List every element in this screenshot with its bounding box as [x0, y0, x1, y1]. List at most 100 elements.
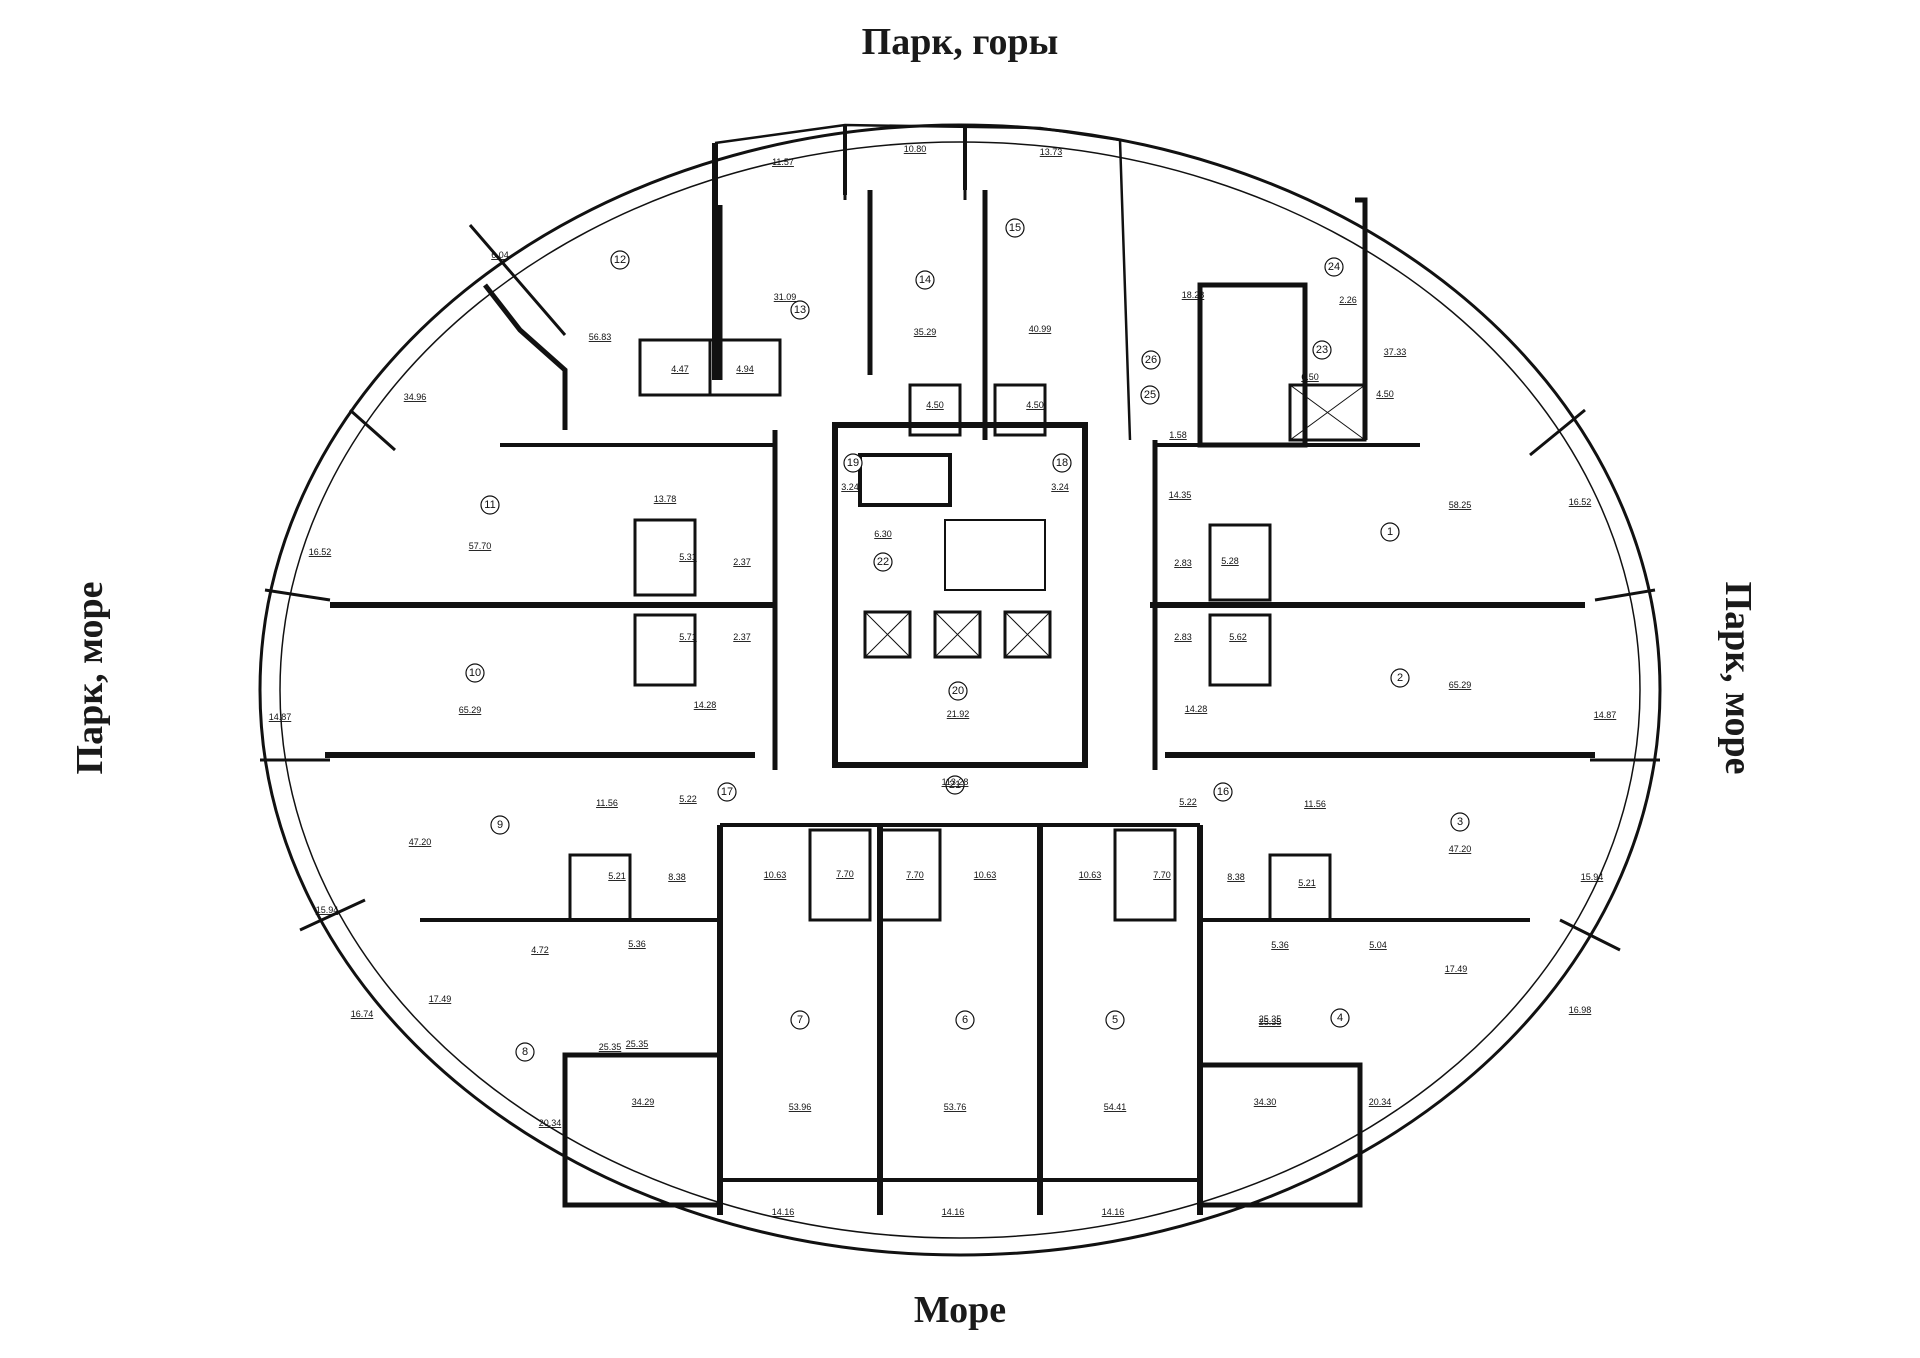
room-area: 15.94	[1581, 872, 1604, 882]
room-area: 5.04	[1369, 940, 1387, 950]
apartment-number: 10	[469, 667, 481, 679]
apartment-area: 56.83	[589, 332, 612, 342]
bathroom	[808, 828, 872, 922]
apartment-10: 10 65.29	[459, 663, 485, 715]
apartment-area: 40.99	[1029, 324, 1052, 334]
apartment-number-circle	[1312, 340, 1332, 360]
apartment-number-circle	[1213, 782, 1233, 802]
apartment-number: 21	[949, 779, 961, 791]
room-area: 4.72	[531, 945, 549, 955]
apartment-number-circle	[1052, 453, 1072, 473]
apartment-number-circle	[945, 775, 965, 795]
apartment-number: 26	[1145, 354, 1157, 366]
apartment-number: 22	[877, 556, 889, 568]
apartment-area: 47.20	[1449, 844, 1472, 854]
room-se	[1197, 1062, 1363, 1208]
apartment-area: 3.24	[1051, 482, 1069, 492]
apartment-labels: 158.25265.29347.20425.35554.41653.76753.…	[409, 218, 1472, 1112]
room-area: 5.71	[679, 632, 697, 642]
room-area: 20.34	[1369, 1097, 1392, 1107]
room-area: 14.16	[1102, 1207, 1125, 1217]
apartment-area: 5.22	[679, 794, 697, 804]
apartment-area: 58.25	[1449, 500, 1472, 510]
apartment-area: 5.22	[1179, 797, 1197, 807]
apartment-area: 25.35	[1259, 1017, 1282, 1027]
room-area: 15.94	[316, 905, 339, 915]
room-area: 16.74	[351, 1009, 374, 1019]
apartment-number: 8	[522, 1046, 528, 1058]
room-area: 14.35	[1169, 490, 1192, 500]
room-area: 13.78	[654, 494, 677, 504]
room-area: 4.50	[926, 400, 944, 410]
apartment-number: 9	[497, 819, 503, 831]
apartment-number-circle	[1324, 257, 1344, 277]
apartment-2: 265.29	[1390, 668, 1471, 690]
direction-label-north: Парк, горы	[861, 21, 1059, 63]
bathroom	[908, 383, 962, 437]
apartment-number: 15	[1009, 222, 1021, 234]
room-area: 8.38	[1227, 872, 1245, 882]
apartment-area: 31.09	[774, 292, 797, 302]
apartment-number-circle	[480, 495, 500, 515]
room-area: 2.37	[733, 557, 751, 567]
apartment-number-circle	[790, 300, 810, 320]
apartment-number-circle	[948, 681, 968, 701]
room-area: 5.62	[1229, 632, 1247, 642]
apartment-number: 18	[1056, 457, 1068, 469]
bathroom	[633, 613, 697, 687]
apartment-22: 226.30	[873, 529, 893, 572]
room-area: 5.31	[679, 552, 697, 562]
room-area: 8.38	[668, 872, 686, 882]
apartment-25: 251.58	[1140, 385, 1187, 440]
apartment-number: 19	[847, 457, 859, 469]
apartment-number: 24	[1328, 261, 1340, 273]
apartment-number-circle	[1450, 812, 1470, 832]
apartment-number: 12	[614, 254, 626, 266]
apartment-area: 57.70	[469, 541, 492, 551]
ne-elevator-cross	[1289, 384, 1366, 441]
room-area: 11.56	[596, 798, 618, 808]
direction-label-south: Море	[913, 1289, 1007, 1331]
apartment-number-circle	[610, 250, 630, 270]
room-area: 2.83	[1174, 558, 1192, 568]
bathroom	[1268, 853, 1332, 922]
apartment-area: 35.29	[914, 327, 937, 337]
apartment-number: 2	[1397, 672, 1403, 684]
room-area: 7.70	[836, 869, 854, 879]
apartment-17: 175.22	[679, 782, 737, 804]
bathroom	[1208, 613, 1272, 687]
room-area: 17.49	[1445, 964, 1468, 974]
apartment-number: 5	[1112, 1014, 1118, 1026]
room-area: 14.28	[694, 700, 717, 710]
apartment-area: 65.29	[459, 705, 482, 715]
room-area: 16.52	[1569, 497, 1592, 507]
apartment-number-circle	[1105, 1010, 1125, 1030]
apartment-number-circle	[717, 782, 737, 802]
room-area: 5.21	[608, 871, 626, 881]
apartment-number-circle	[465, 663, 485, 683]
apartment-number: 23	[1316, 344, 1328, 356]
room-area: 4.50	[1026, 400, 1044, 410]
apartment-number-circle	[1005, 218, 1025, 238]
balcony-partitions	[260, 143, 1660, 952]
elevator-shaft	[863, 610, 912, 659]
room-area: 34.29	[632, 1097, 655, 1107]
room-area: 17.49	[429, 994, 452, 1004]
outer-wall	[258, 123, 1662, 1257]
wall	[483, 283, 568, 430]
room-area: 14.87	[1594, 710, 1617, 720]
apartment-23: 236.50	[1301, 340, 1332, 382]
room-area: 2.83	[1174, 632, 1192, 642]
room-area: 6.04	[491, 250, 509, 260]
room-area: 10.80	[904, 144, 927, 154]
bathroom	[878, 828, 942, 922]
room-area: 10.63	[974, 870, 997, 880]
north-bay-wall	[714, 123, 1132, 441]
apartment-number: 6	[962, 1014, 968, 1026]
wall	[1355, 197, 1368, 440]
apartment-area: 54.41	[1104, 1102, 1127, 1112]
